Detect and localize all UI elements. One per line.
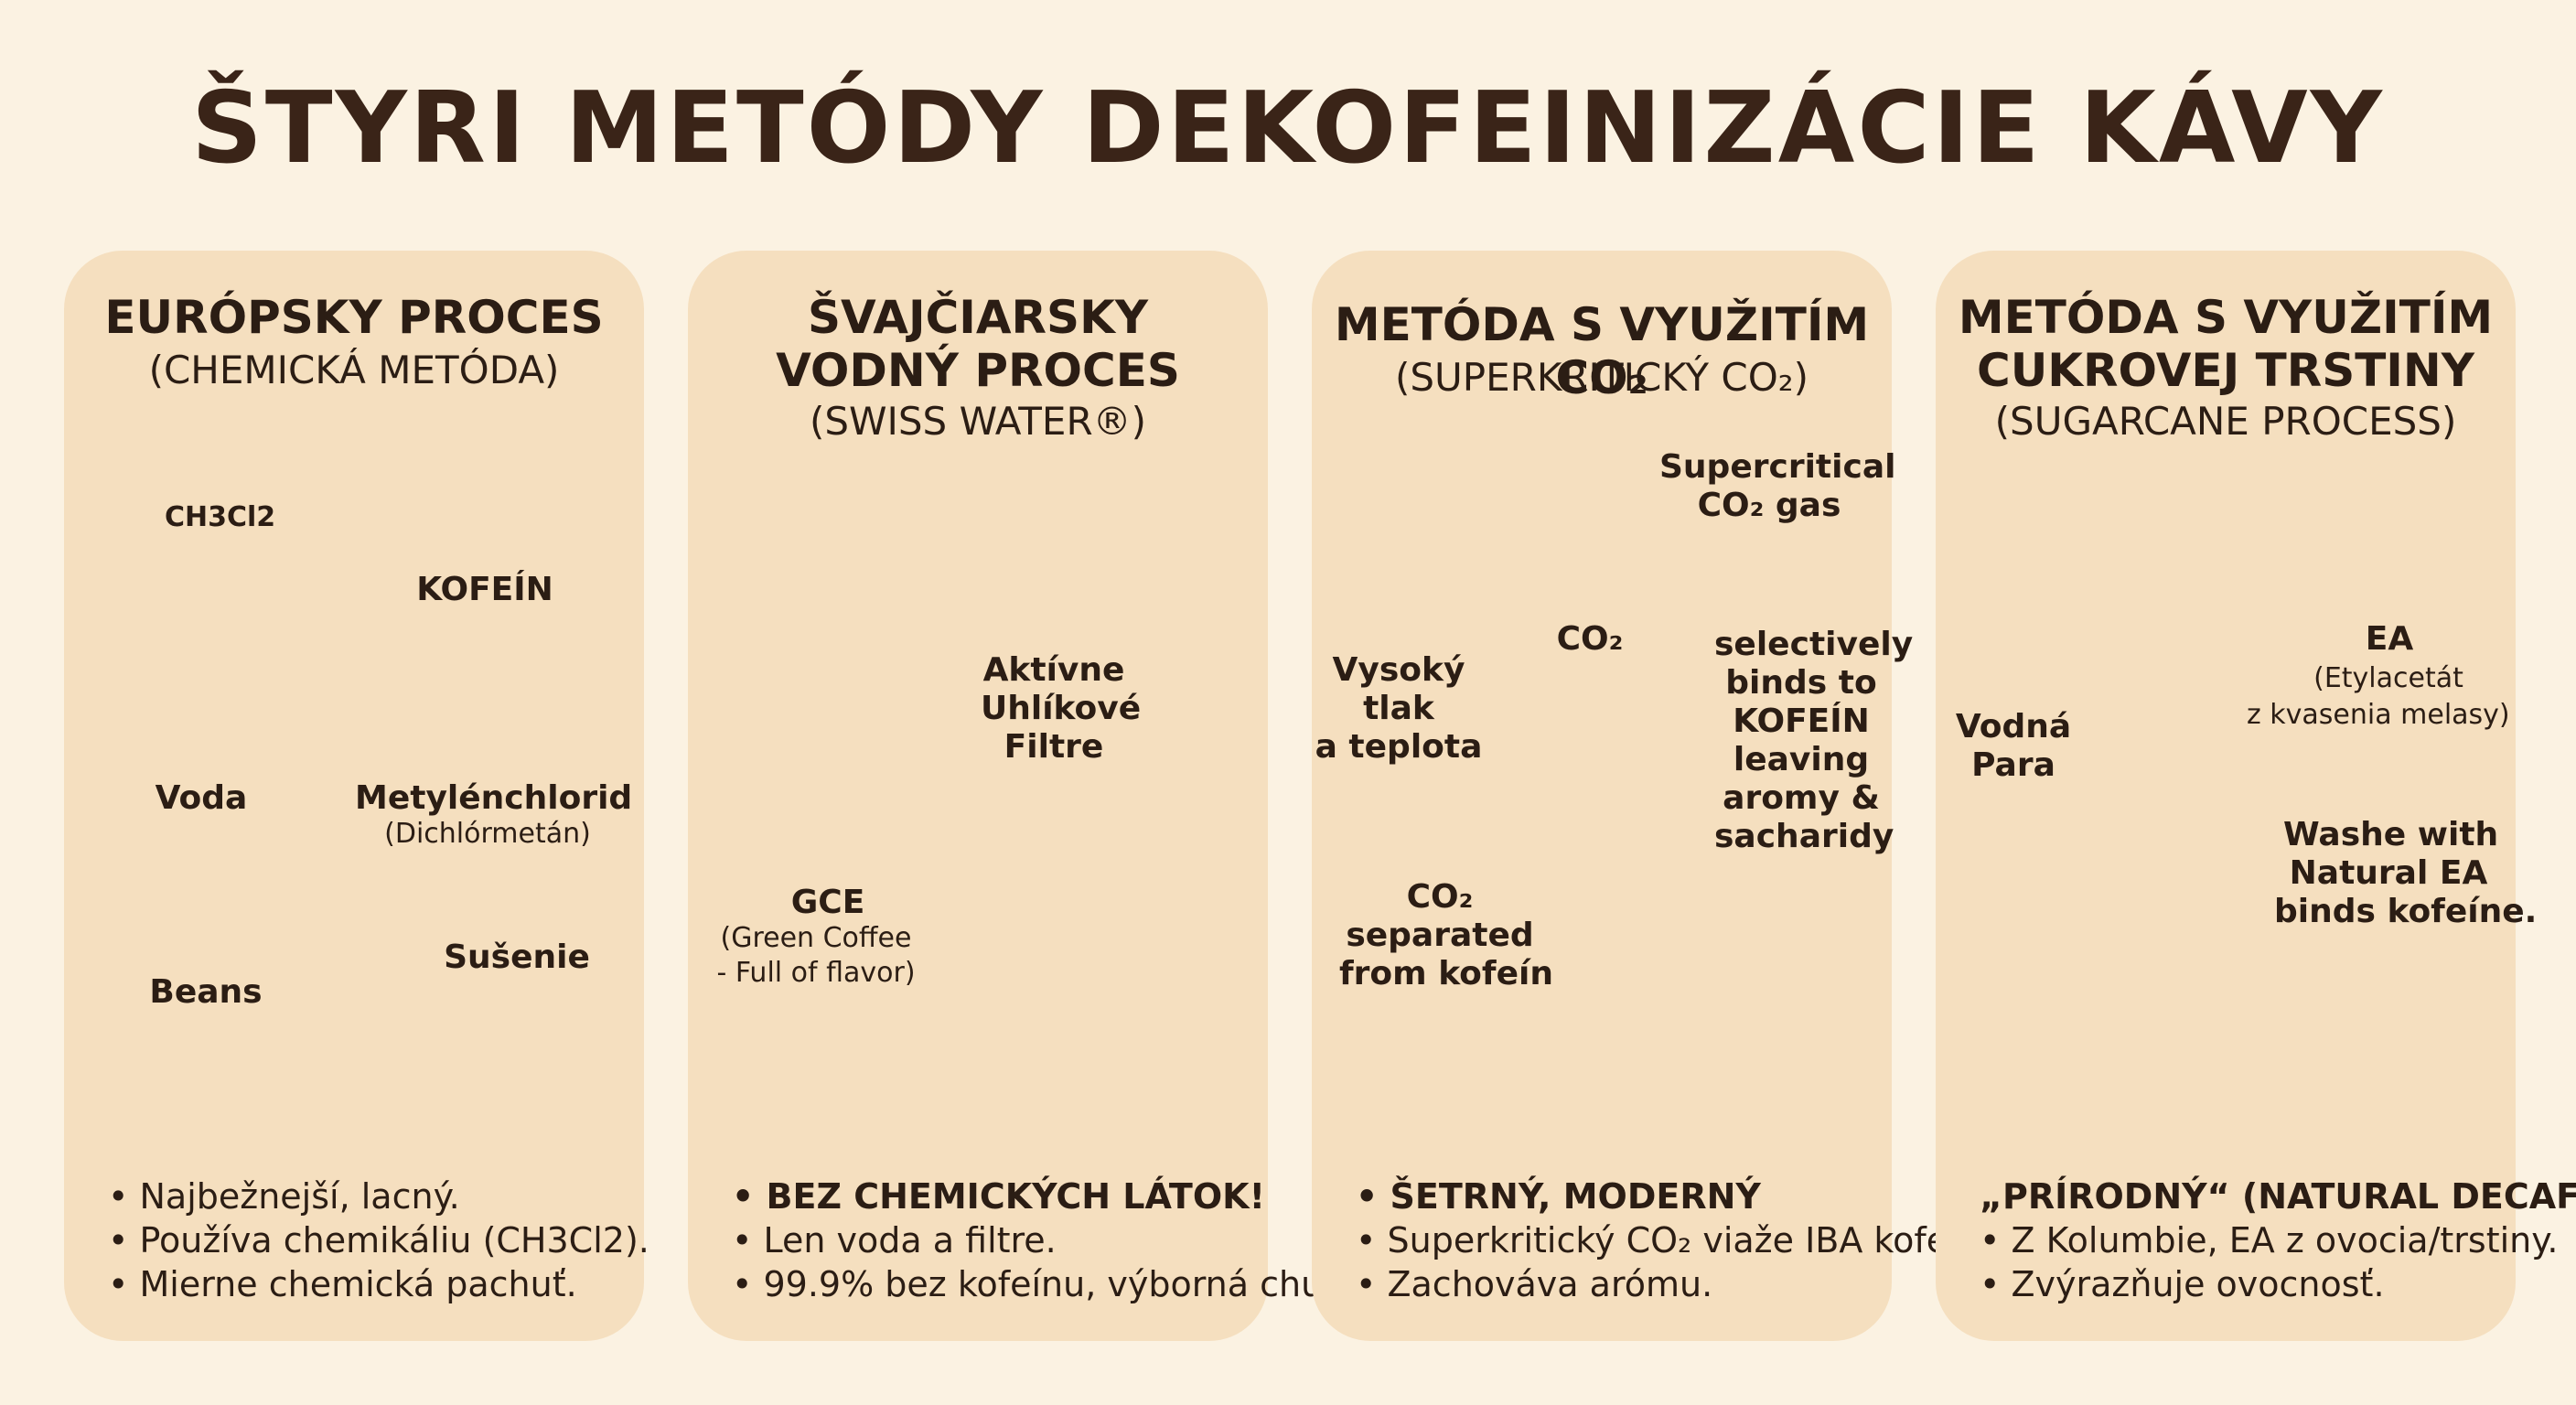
bullet-item: • ŠETRNÝ, MODERNÝ [1356, 1176, 1761, 1217]
panel-title: METÓDA S VYUŽITÍM CO₂ [1334, 298, 1870, 404]
label-separated-2: separated [1346, 917, 1534, 954]
label-separated-1: CO₂ [1406, 878, 1474, 916]
panel-title-line2: VODNÝ PROCES [776, 344, 1180, 397]
label-selective-4: leaving [1733, 741, 1870, 778]
bullet-item: • Používa chemikáliu (CH3Cl2). [108, 1220, 649, 1260]
page-title: ŠTYRI METÓDY DEKOFEINIZÁCIE KÁVY [191, 71, 2385, 186]
bullet-item: „PRÍRODNÝ“ (NATURAL DECAF) [1980, 1176, 2576, 1217]
panel-subtitle: (SUPERKRITICKÝ CO₂) [1395, 355, 1809, 400]
label-steam-2: Para [1971, 746, 2055, 784]
panel-subtitle: (CHEMICKÁ METÓDA) [148, 348, 560, 392]
label-gce-desc-2: - Full of flavor) [716, 957, 916, 989]
label-filter-1: Aktívne [982, 651, 1125, 689]
panel-co2-process: METÓDA S VYUŽITÍM CO₂ (SUPERKRITICKÝ CO₂… [1312, 251, 1991, 1341]
bullet-item: • Superkritický CO₂ viaže IBA kofeín. [1356, 1220, 1991, 1260]
bullet-item: • Zachováva arómu. [1356, 1264, 1713, 1304]
bullet-item: • 99.9% bez kofeínu, výborná chuť. [732, 1264, 1348, 1304]
label-voda: Voda [155, 779, 248, 817]
label-beans: Beans [149, 973, 263, 1011]
bullet-item: • BEZ CHEMICKÝCH LÁTOK! [732, 1176, 1265, 1217]
label-ea-desc-2: z kvasenia melasy) [2247, 699, 2510, 731]
label-susenie: Sušenie [444, 938, 590, 976]
label-ea-desc-1: (Etylacetát [2313, 662, 2463, 694]
label-kofein: KOFEÍN [416, 571, 553, 608]
label-gas-1: Supercritical [1659, 448, 1896, 486]
label-selective-5: aromy & [1723, 779, 1880, 817]
label-selective-2: binds to [1725, 664, 1877, 702]
label-separated-3: from kofeín [1339, 955, 1553, 992]
panel-subtitle: (SUGARCANE PROCESS) [1994, 399, 2457, 444]
label-gas-2: CO₂ gas [1697, 487, 1841, 524]
label-ea: EA [2365, 620, 2414, 658]
label-gce: GCE [790, 884, 865, 921]
label-metylenchlorid: Metylénchlorid [355, 779, 633, 817]
label-selective-3: KOFEÍN [1733, 702, 1870, 740]
panel-title-line2: CUKROVEJ TRSTINY [1977, 344, 2474, 397]
bullet-item: • Len voda a filtre. [732, 1220, 1057, 1260]
label-gce-desc-1: (Green Coffee [720, 922, 912, 954]
label-pressure-3: a teplota [1315, 728, 1483, 766]
label-pressure-2: tlak [1363, 690, 1434, 727]
panel-swiss-water-process: ŠVAJČIARSKY VODNÝ PROCES (SWISS WATER®) … [688, 251, 1347, 1341]
label-wash-2: Natural EA [2289, 854, 2488, 892]
label-selective-6: sacharidy [1714, 818, 1894, 855]
bullet-item: • Zvýrazňuje ovocnosť. [1980, 1264, 2385, 1304]
bullet-item: • Mierne chemická pachuť. [108, 1264, 577, 1304]
label-pressure-1: Vysoký [1332, 651, 1465, 689]
bullet-item: • Najbežnejší, lacný. [108, 1176, 460, 1217]
label-steam-1: Vodná [1955, 708, 2072, 745]
label-filter-2: Uhlíkové [981, 690, 1142, 727]
label-dichlormetan: (Dichlórmetán) [384, 818, 591, 850]
panel-title: EURÓPSKY PROCES [104, 291, 604, 344]
panel-european-process: EURÓPSKY PROCES (CHEMICKÁ METÓDA) CH3Cl2… [64, 251, 649, 1341]
label-wash-1: Washe with [2283, 816, 2499, 853]
label-selective-1: selectively [1714, 626, 1914, 663]
label-tank-co2: CO₂ [1556, 620, 1624, 658]
label-filter-3: Filtre [1004, 728, 1104, 766]
bottle-label: CH3Cl2 [165, 501, 276, 533]
label-wash-3: binds kofeíne. [2274, 893, 2538, 930]
panel-sugarcane-process: METÓDA S VYUŽITÍM CUKROVEJ TRSTINY (SUGA… [1936, 251, 2576, 1341]
bullet-item: • Z Kolumbie, EA z ovocia/trstiny. [1980, 1220, 2559, 1260]
panel-subtitle: (SWISS WATER®) [809, 399, 1147, 444]
panel-title: ŠVAJČIARSKY [807, 291, 1149, 344]
panel-title: METÓDA S VYUŽITÍM [1958, 291, 2494, 344]
